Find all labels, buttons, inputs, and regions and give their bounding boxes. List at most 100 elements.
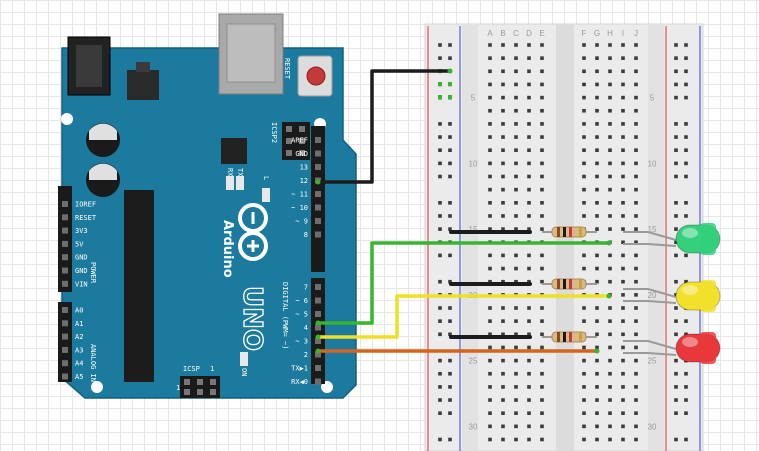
bb-hole [514, 187, 518, 192]
digital-pin-label: ~ 6 [295, 297, 308, 305]
bb-row-label: 25 [469, 357, 478, 366]
bb-hole [448, 437, 452, 442]
bb-hole [527, 385, 531, 389]
bb-hole [527, 148, 531, 152]
bb-hole [582, 135, 586, 139]
header-pin[interactable] [315, 365, 321, 371]
bb-hole [595, 43, 599, 47]
header-pin[interactable] [62, 346, 68, 353]
bb-hole [684, 385, 688, 389]
analog-pin-label: A3 [75, 346, 83, 354]
header-pin[interactable] [315, 338, 321, 344]
bb-hole [684, 56, 688, 60]
mount-hole [61, 113, 73, 125]
bb-hole [501, 122, 505, 126]
bb-hole [488, 345, 492, 350]
header-pin[interactable] [62, 201, 68, 207]
bb-hole [438, 398, 442, 402]
bb-hole [448, 319, 452, 323]
bb-hole-connected [448, 95, 452, 99]
bb-hole [582, 253, 586, 258]
header-pin[interactable] [315, 204, 321, 211]
bb-hole [684, 319, 688, 323]
reset-button-cap[interactable] [306, 66, 326, 86]
header-pin[interactable] [315, 164, 321, 170]
header-pin[interactable] [62, 214, 68, 221]
header-pin[interactable] [315, 150, 321, 157]
bb-hole [438, 371, 442, 376]
bb-hole [595, 358, 599, 363]
bb-hole [438, 411, 442, 415]
header-pin[interactable] [315, 311, 321, 317]
header-pin[interactable] [315, 378, 321, 385]
bb-row-label: 5 [650, 94, 655, 103]
bb-hole [514, 82, 518, 87]
bb-row-label: 25 [648, 357, 657, 366]
bb-hole [527, 253, 531, 258]
bb-hole [684, 122, 688, 126]
bb-column-label: J [634, 29, 638, 38]
header-pin[interactable] [62, 307, 68, 313]
bb-hole [608, 306, 612, 310]
bb-hole [527, 398, 531, 402]
header-pin[interactable] [315, 297, 321, 304]
bb-hole [438, 56, 442, 60]
bb-hole [674, 174, 678, 179]
header-pin[interactable] [62, 373, 68, 380]
header-pin[interactable] [62, 360, 68, 367]
bb-hole [595, 56, 599, 60]
bb-hole [540, 187, 544, 192]
bb-hole [488, 148, 492, 152]
header-pin[interactable] [62, 240, 68, 247]
bb-hole [514, 201, 518, 205]
bb-row-label: 10 [648, 159, 657, 168]
bb-hole [527, 358, 531, 363]
header-pin[interactable] [315, 351, 321, 358]
header-pin[interactable] [62, 267, 68, 274]
bb-hole [621, 135, 625, 139]
bb-hole [608, 148, 612, 152]
bb-hole [621, 214, 625, 218]
resistor [542, 226, 597, 238]
bb-hole [595, 148, 599, 152]
bb-hole [674, 161, 678, 166]
bb-hole [634, 411, 638, 415]
bb-hole [674, 319, 678, 323]
header-pin[interactable] [315, 231, 321, 238]
bb-hole [448, 148, 452, 152]
digital-pin-label: 4 [304, 324, 308, 332]
bb-hole [595, 161, 599, 166]
header-pin[interactable] [62, 254, 68, 261]
analog-pin-label: A2 [75, 333, 83, 341]
header-pin[interactable] [62, 320, 68, 327]
header-pin[interactable] [62, 280, 68, 287]
bb-row-label: 30 [648, 422, 657, 431]
header-pin[interactable] [315, 137, 321, 143]
bb-hole [621, 358, 625, 363]
bb-hole [608, 201, 612, 205]
bb-hole [540, 345, 544, 350]
bb-hole [540, 227, 544, 231]
bb-hole [621, 227, 625, 231]
header-pin[interactable] [315, 218, 321, 224]
bb-hole [595, 319, 599, 323]
header-pin[interactable] [62, 333, 68, 340]
header-pin[interactable] [315, 284, 321, 290]
bb-row-label: 30 [469, 422, 478, 431]
bb-hole [608, 371, 612, 376]
bb-hole [540, 398, 544, 402]
bb-hole [514, 345, 518, 350]
bb-hole [595, 411, 599, 415]
bb-hole [634, 187, 638, 192]
bb-hole [501, 332, 505, 337]
bb-hole [488, 437, 492, 442]
header-pin[interactable] [315, 191, 321, 197]
bb-hole [514, 306, 518, 310]
header-pin[interactable] [315, 324, 321, 331]
yellow-wire [318, 294, 609, 339]
header-pin[interactable] [62, 227, 68, 234]
bb-hole [634, 56, 638, 60]
atmega-chip [124, 190, 154, 382]
bb-hole [501, 306, 505, 310]
bb-hole [501, 108, 505, 113]
